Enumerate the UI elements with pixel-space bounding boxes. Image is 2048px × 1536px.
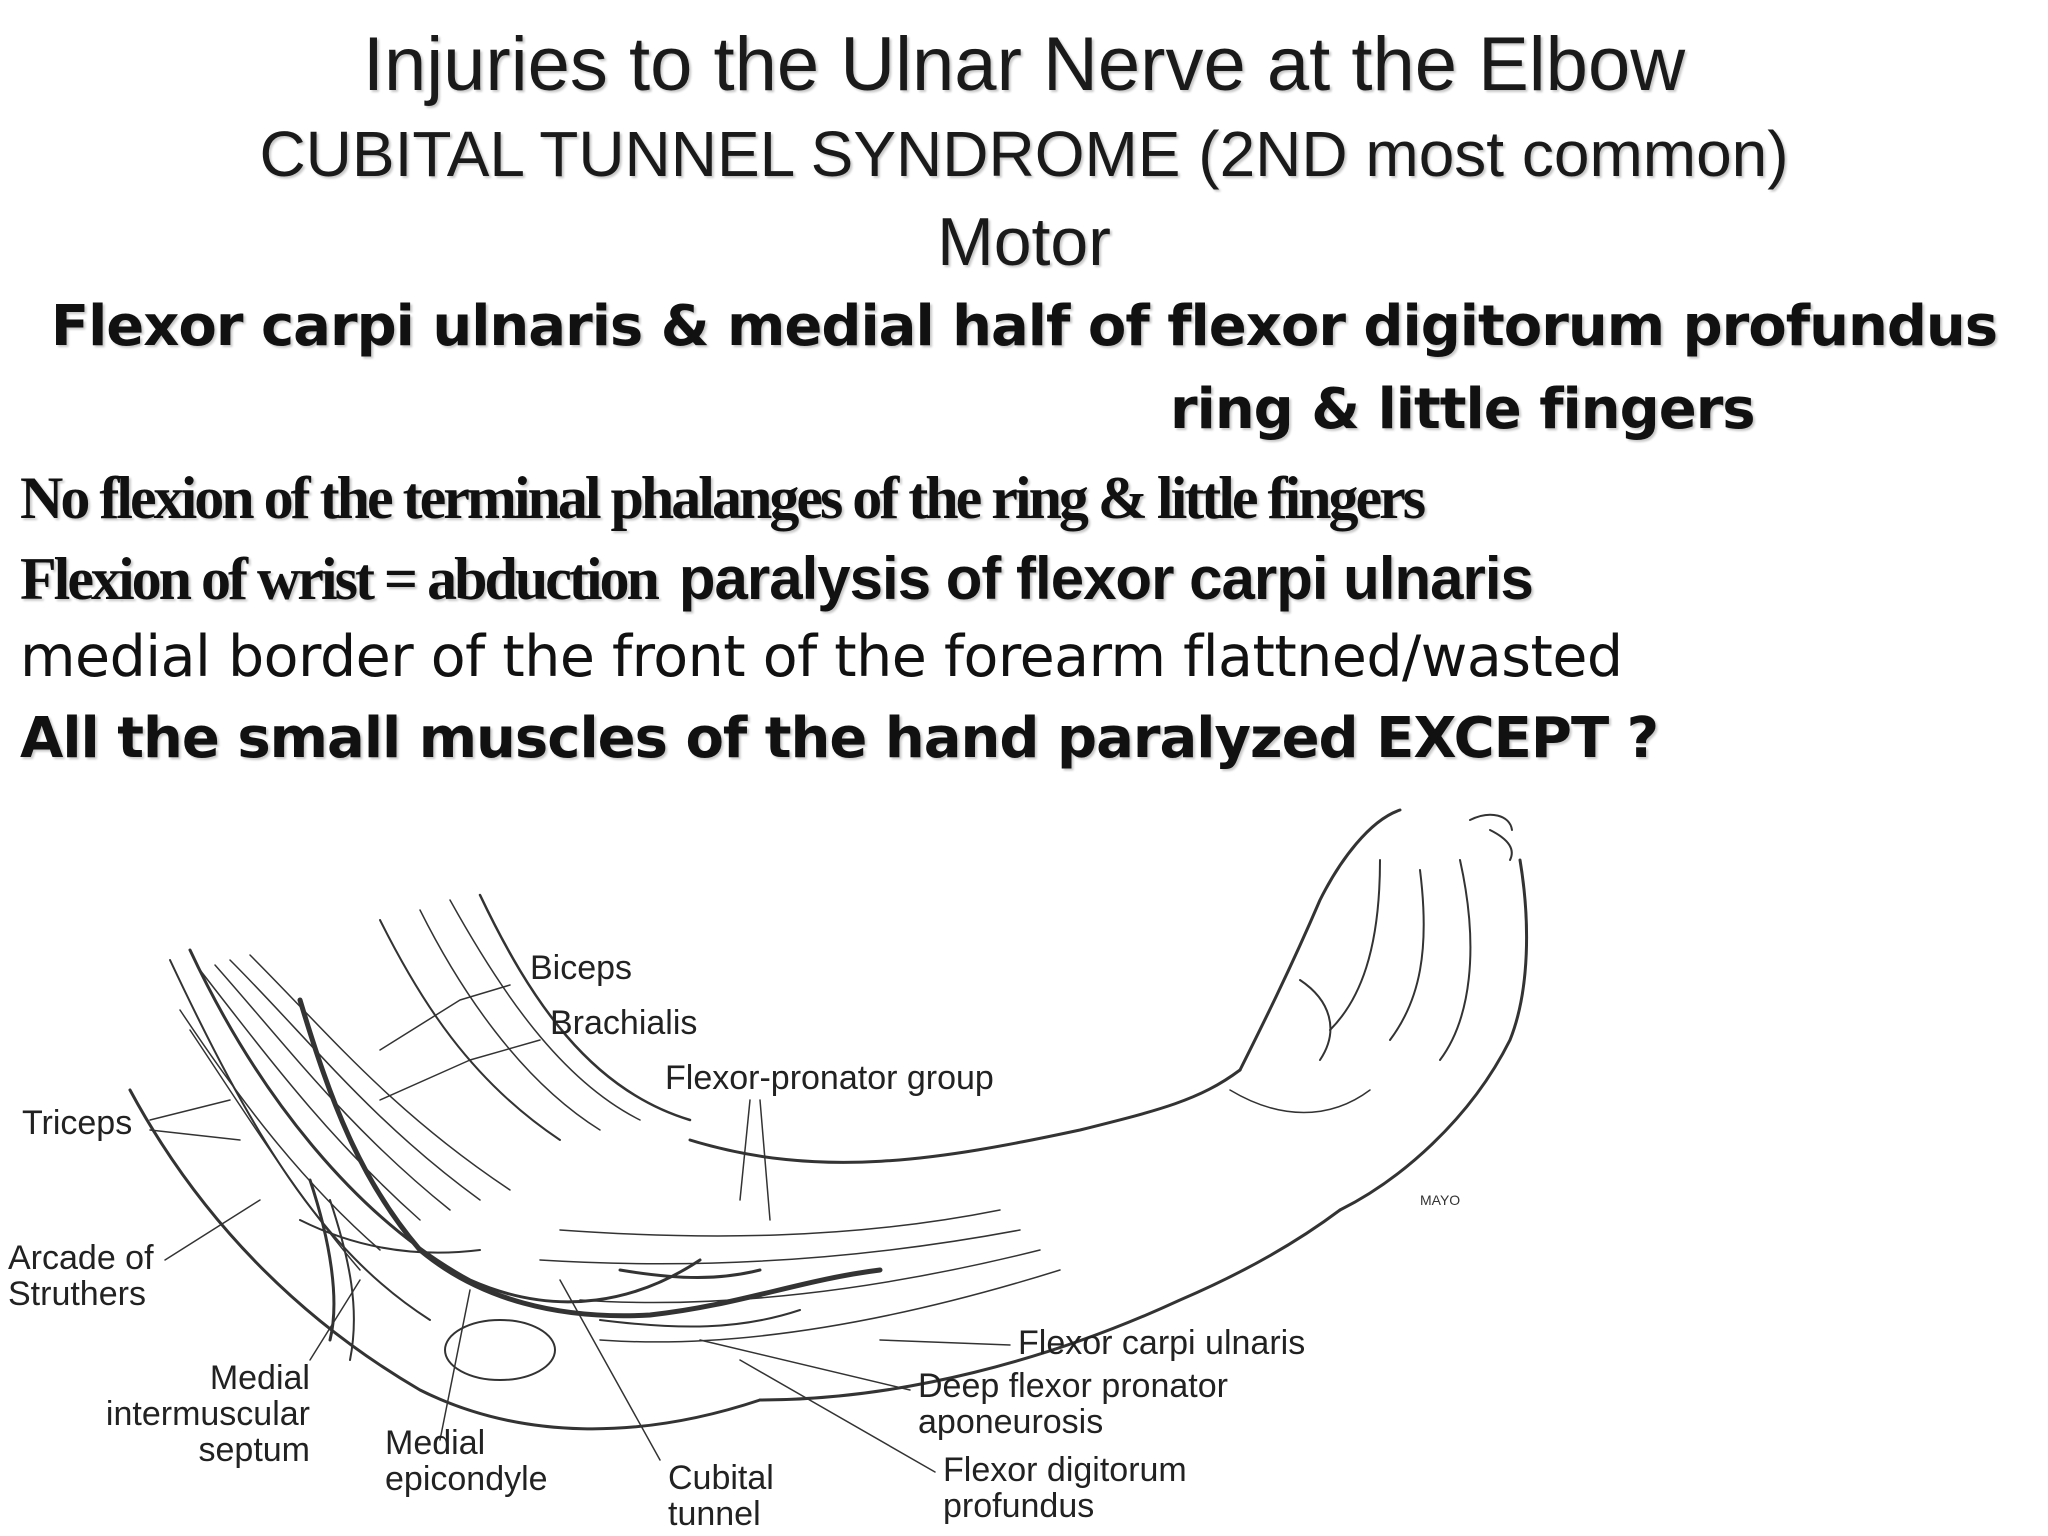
no-flexion-line: No flexion of the terminal phalanges of … bbox=[20, 465, 1426, 531]
wrist-line: Flexion of wrist = abduction paralysis of… bbox=[20, 543, 1534, 615]
small-muscles-line: All the small muscles of the hand paraly… bbox=[20, 706, 1659, 771]
upper-arm-outline bbox=[188, 948, 702, 1304]
mayo-signature: MAYO bbox=[1420, 1192, 1460, 1208]
label-flexor-pronator-group: Flexor-pronator group bbox=[665, 1059, 994, 1097]
ulnar-nerve bbox=[297, 997, 883, 1319]
slide-title: Injuries to the Ulnar Nerve at the Elbow bbox=[362, 22, 1686, 107]
fingers-line: ring & little fingers bbox=[1170, 377, 1756, 442]
label-medial-intermuscular-septum: Medial intermuscular septum bbox=[105, 1359, 310, 1469]
label-flexor-carpi-ulnaris: Flexor carpi ulnaris bbox=[1018, 1324, 1306, 1362]
wrist-line-part2: paralysis of flexor carpi ulnaris bbox=[678, 545, 1534, 612]
label-biceps: Biceps bbox=[530, 949, 633, 987]
ulnar-nerve-illustration: MAYO Biceps Brachialis Flexor-pronator g… bbox=[0, 800, 1600, 1536]
wrist-line-part1: Flexion of wrist = abduction bbox=[20, 546, 660, 612]
medial-border-line: medial border of the front of the forear… bbox=[20, 624, 1623, 690]
arm-drawing: MAYO bbox=[128, 808, 1529, 1473]
label-cubital-tunnel: Cubital tunnel bbox=[668, 1459, 774, 1533]
label-triceps: Triceps bbox=[22, 1104, 133, 1142]
motor-heading: Motor bbox=[937, 204, 1111, 280]
label-brachialis: Brachialis bbox=[550, 1004, 698, 1042]
muscles-line: Flexor carpi ulnaris & medial half of fl… bbox=[50, 294, 1998, 359]
hand-outline bbox=[1238, 808, 1402, 1072]
slide-subtitle: CUBITAL TUNNEL SYNDROME (2ND most common… bbox=[259, 118, 1789, 190]
label-deep-flexor-pronator-aponeurosis: Deep flexor pronator aponeurosis bbox=[918, 1367, 1228, 1441]
label-flexor-digitorum-profundus: Flexor digitorum profundus bbox=[943, 1451, 1187, 1525]
label-medial-epicondyle: Medial epicondyle bbox=[385, 1424, 548, 1498]
label-arcade-of-struthers: Arcade of Struthers bbox=[8, 1239, 154, 1313]
forearm-outline bbox=[688, 1068, 1242, 1164]
